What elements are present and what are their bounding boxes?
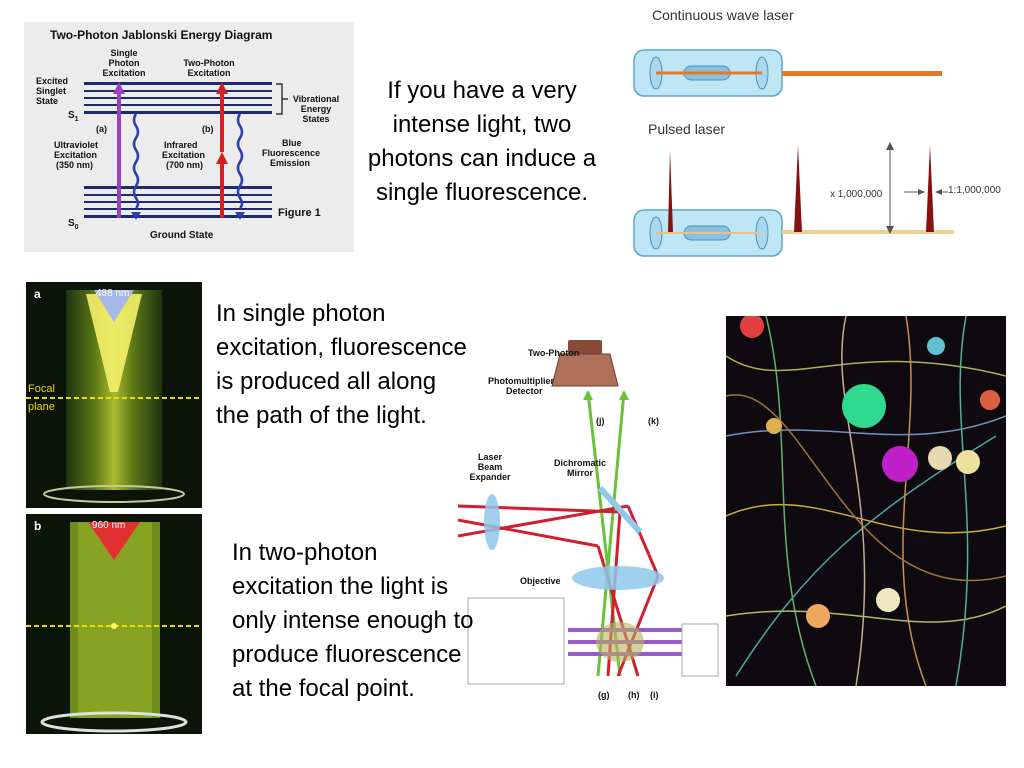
ground-state-label: Ground State [150,230,214,241]
neuron-magenta [882,446,918,482]
s0-label: S0 [68,218,79,231]
neuron-yellow [766,418,782,434]
blank-box-right [681,623,719,677]
label-j: (j) [596,416,605,426]
pulse-1 [668,150,673,232]
label-g: (g) [598,690,610,700]
cw-laser-tube [633,49,783,97]
dichromatic-mirror [597,485,643,535]
neuron-green [842,384,886,428]
pulsed-laser-title: Pulsed laser [648,121,725,137]
neuron-cream-3 [876,588,900,612]
label-i: (i) [650,690,659,700]
pulsed-baseline [782,230,954,234]
s1-label: S1 [68,110,79,123]
caption-two-photon: In two-photon excitation the light is on… [232,539,474,702]
pmt-detector [551,340,619,387]
pulse-2 [794,145,802,232]
laser-comparison-diagram: Continuous wave laser Pulsed laser x 1,0… [633,7,1001,257]
ground-levels [84,186,272,218]
vibrational-bracket [276,83,288,115]
pulse-3 [926,145,934,232]
blue-emission-wave-a [132,113,140,209]
excited-levels [84,82,272,114]
caption-intense-light: If you have a very intense light, two ph… [367,77,597,206]
blue-emission-wave-b [236,113,244,209]
neuron-cream-2 [956,450,980,474]
uv-excitation-arrow [113,82,125,218]
neuron-red [740,316,764,338]
blank-box-left [467,597,565,685]
neuron-fluorescence-image [726,316,1006,686]
wavelength-488: 488 nm [96,288,129,299]
expander-lens [484,494,500,550]
peak-ratio-arrow [886,142,894,234]
ir-excitation-arrows [216,82,228,218]
two-photon-cuvette: b 960 nm [26,514,202,734]
label-b: (b) [202,124,214,134]
cw-laser-title: Continuous wave laser [652,7,794,23]
peak-ratio-label: x 1,000,000 [830,189,883,200]
red-light-cone [88,522,140,560]
figure-label: Figure 1 [278,207,321,219]
duty-ratio-arrows [904,189,948,195]
pulsed-laser-tube [633,209,783,257]
objective-lens [572,566,664,590]
neuron-orange [806,604,830,628]
caption-single-photon: In single photon excitation, fluorescenc… [216,300,467,429]
label-k: (k) [648,416,659,426]
duty-ratio-label: 1:1,000,000 [948,185,1001,196]
cw-beam [782,71,942,76]
objective-label: Objective [520,576,561,586]
label-h: (h) [628,690,640,700]
neuron-cyan [927,337,945,355]
panel-b-label: b [34,519,41,533]
wavelength-960: 960 nm [92,520,125,531]
neuron-cream-1 [928,446,952,470]
focal-point [111,623,117,629]
neuron-red-2 [980,390,1000,410]
label-a: (a) [96,124,107,134]
blue-light-cone [94,290,134,322]
panel-a-label: a [34,287,41,301]
jablonski-diagram: Two-Photon Jablonski Energy Diagram Sing… [24,22,354,252]
jablonski-title: Two-Photon Jablonski Energy Diagram [50,28,272,42]
